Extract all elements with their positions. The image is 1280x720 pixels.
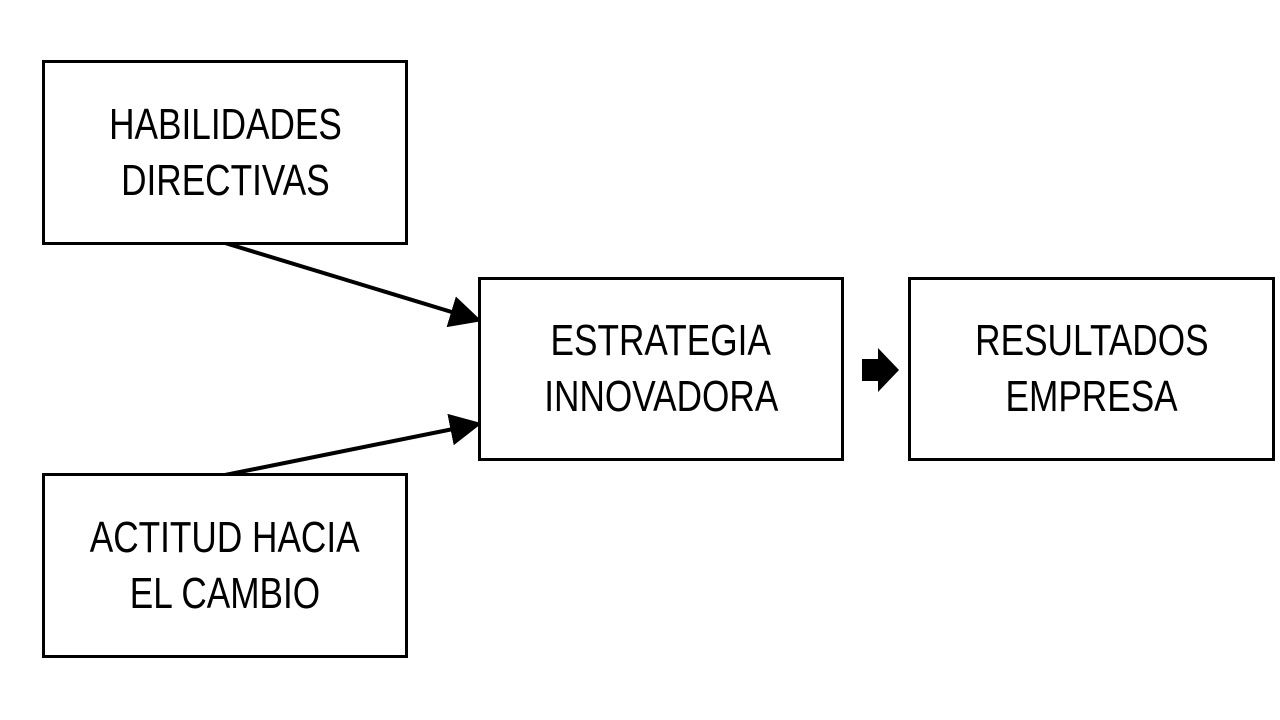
node-label-line-1: ESTRATEGIA bbox=[550, 316, 772, 365]
node-resultados-empresa: RESULTADOS EMPRESA bbox=[908, 277, 1275, 461]
node-label-line-2: EMPRESA bbox=[1005, 372, 1178, 421]
block-arrow-estrategia-to-resultados bbox=[862, 348, 899, 392]
node-label-line-1: ACTITUD HACIA bbox=[90, 512, 360, 562]
node-actitud-hacia-el-cambio: ACTITUD HACIA EL CAMBIO bbox=[42, 473, 408, 658]
node-label-line-2: EL CAMBIO bbox=[129, 568, 321, 618]
node-habilidades-directivas: HABILIDADES DIRECTIVAS bbox=[42, 60, 408, 245]
arrow-actitud-to-estrategia bbox=[224, 413, 482, 477]
node-label-line-2: INNOVADORA bbox=[543, 372, 779, 421]
node-label-line-1: HABILIDADES bbox=[108, 99, 342, 149]
node-label-line-2: DIRECTIVAS bbox=[120, 155, 330, 205]
arrow-habilidades-to-estrategia bbox=[224, 241, 482, 328]
node-estrategia-innovadora: ESTRATEGIA INNOVADORA bbox=[478, 277, 844, 461]
node-label-line-1: RESULTADOS bbox=[974, 316, 1209, 365]
